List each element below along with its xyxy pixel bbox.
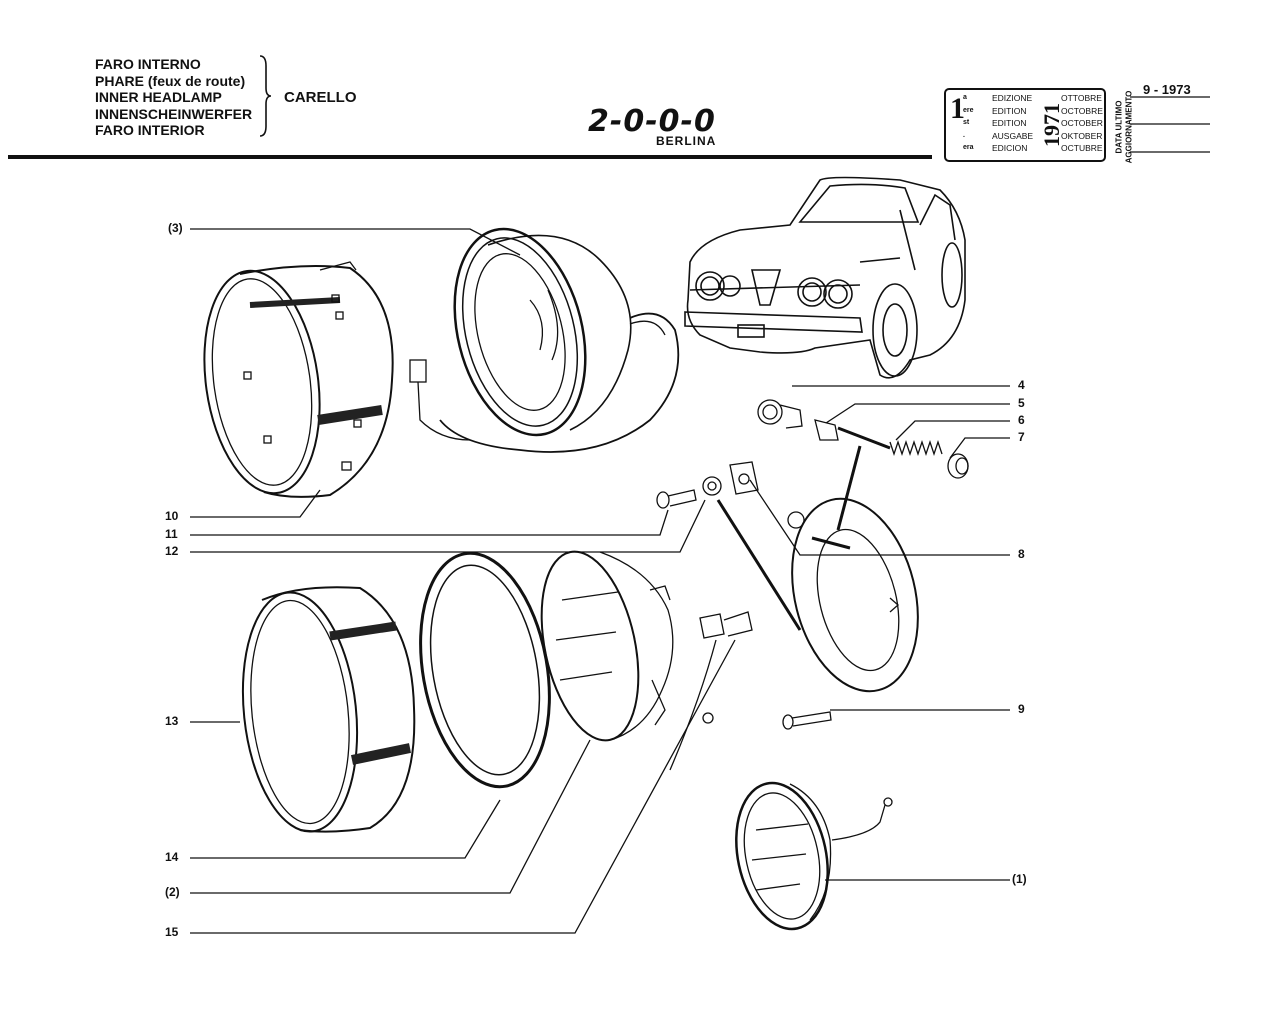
title-en: INNER HEADLAMP	[95, 89, 222, 105]
car-illustration	[684, 176, 966, 379]
edition-word-es: EDICION	[992, 143, 1028, 153]
edition-word-it: EDIZIONE	[992, 93, 1033, 103]
part-8-adjuster	[729, 461, 759, 495]
suffix-en: st	[963, 119, 970, 126]
callout-4: 4	[1018, 378, 1025, 392]
suffix-de: .	[963, 131, 965, 139]
part-1-complete-lamp	[735, 781, 893, 931]
title-es: FARO INTERIOR	[95, 122, 205, 138]
callout-5: 5	[1018, 396, 1025, 410]
brand-name: CARELLO	[284, 89, 357, 106]
callout-13: 13	[165, 714, 179, 728]
month-en: OCTOBER	[1061, 118, 1103, 128]
header-rule	[8, 155, 932, 159]
callout-8: 8	[1018, 547, 1025, 561]
month-es: OCTUBRE	[1061, 143, 1103, 153]
callout-12: 12	[165, 544, 179, 558]
title-block: FARO INTERNO PHARE (feux de route) INNER…	[95, 56, 252, 139]
title-fr: PHARE (feux de route)	[95, 72, 246, 89]
part-14-retaining-ring	[419, 551, 551, 789]
part-4-clip	[757, 399, 803, 429]
callout-14: 14	[165, 850, 179, 864]
callout-3: (3)	[168, 221, 183, 235]
brace-icon	[259, 55, 272, 137]
month-de: OKTOBER	[1061, 130, 1103, 141]
title-it: FARO INTERNO	[95, 56, 201, 72]
suffix-es: era	[963, 144, 974, 151]
part-7-nut	[947, 453, 969, 479]
edition-word-fr: EDITION	[992, 105, 1027, 116]
mounting-plate	[787, 497, 919, 693]
month-it: OTTOBRE	[1061, 93, 1102, 103]
part-13-trim-ring	[241, 586, 416, 833]
part-11-screw	[656, 489, 697, 509]
edition-months: OTTOBRE OCTOBRE OCTOBER OKTOBER OCTUBRE	[1061, 92, 1103, 155]
callout-11: 11	[165, 527, 178, 541]
model-logo: 2-0-0-0	[588, 104, 716, 139]
callout-9: 9	[1018, 702, 1025, 716]
part-2-sealed-beam	[540, 550, 674, 742]
edition-box	[944, 88, 1106, 162]
callout-10: 10	[165, 509, 179, 523]
suffix-fr: ere	[963, 106, 974, 114]
callout-2: (2)	[165, 885, 180, 899]
callout-15: 15	[165, 925, 179, 939]
part-5-bracket	[814, 419, 891, 450]
suffix-it: a	[963, 94, 967, 101]
callout-6: 6	[1018, 413, 1025, 427]
edition-word-en: EDITION	[992, 118, 1027, 128]
month-fr: OCTOBRE	[1061, 105, 1103, 116]
part-6-spring	[889, 439, 943, 457]
edition-words: EDIZIONE EDITION EDITION AUSGABE EDICION	[992, 92, 1033, 155]
callout-7: 7	[1018, 430, 1025, 444]
title-de: INNENSCHEINWERFER	[95, 105, 253, 122]
callout-1: (1)	[1012, 872, 1027, 886]
part-15-connector	[669, 611, 753, 771]
edition-suffixes: a ere st . era	[963, 92, 974, 155]
update-date: 9 - 1973	[1143, 82, 1191, 97]
part-10-shell-ring	[203, 261, 394, 498]
part-9-bolt	[782, 711, 832, 730]
model-variant: BERLINA	[656, 134, 717, 148]
edition-word-de: AUSGABE	[992, 130, 1034, 141]
edition-number: 1	[950, 92, 965, 125]
part-3-headlamp-housing	[409, 227, 680, 453]
part-12-washer	[702, 476, 722, 496]
